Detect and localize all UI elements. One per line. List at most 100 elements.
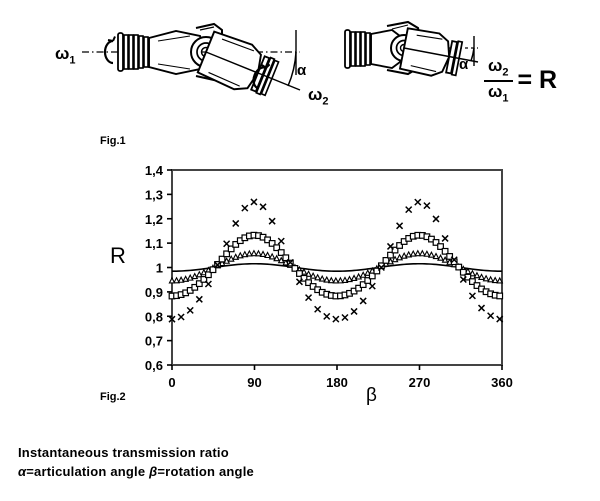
data-point xyxy=(195,295,203,303)
figure-1-caption: Fig.1 xyxy=(100,135,126,147)
y-tick-label: 1,3 xyxy=(145,187,163,202)
data-point xyxy=(432,215,440,223)
data-point xyxy=(296,270,303,277)
data-point xyxy=(323,312,331,320)
data-point xyxy=(359,297,367,305)
data-point xyxy=(241,204,249,212)
data-point xyxy=(387,251,394,259)
y-tick-label: 0,7 xyxy=(145,334,163,349)
data-point xyxy=(300,274,308,282)
data-point xyxy=(223,250,231,258)
formula-numerator: ω2 xyxy=(484,57,513,82)
x-tick-label: 90 xyxy=(247,375,261,390)
data-point xyxy=(318,274,326,282)
data-point xyxy=(341,313,349,322)
data-point xyxy=(437,254,445,261)
data-point xyxy=(477,304,486,312)
y-tick-label: 1,1 xyxy=(145,236,163,251)
data-point xyxy=(314,305,322,313)
data-point xyxy=(469,278,476,285)
data-point xyxy=(168,315,176,323)
data-point xyxy=(441,247,449,255)
data-point xyxy=(468,292,476,300)
data-point xyxy=(314,273,322,281)
data-point xyxy=(427,251,435,258)
data-point xyxy=(382,257,390,264)
data-point xyxy=(227,254,235,262)
data-point xyxy=(496,292,504,300)
data-point xyxy=(195,270,203,278)
curve-line xyxy=(171,262,503,272)
data-point xyxy=(400,251,408,259)
figure-1-diagram: ω1 ω2 α α ω2 ω1 = R xyxy=(0,0,600,130)
data-point xyxy=(478,273,486,280)
x-tick-label: 270 xyxy=(409,375,431,390)
data-point xyxy=(441,234,449,242)
data-point xyxy=(332,276,340,284)
data-point xyxy=(414,198,422,206)
data-point xyxy=(368,282,376,290)
data-point xyxy=(295,278,303,286)
data-point xyxy=(432,239,440,246)
data-point xyxy=(250,249,258,257)
data-point xyxy=(168,276,176,284)
data-point xyxy=(359,281,367,289)
data-point xyxy=(286,258,294,266)
data-point xyxy=(232,241,240,248)
data-point xyxy=(282,254,290,262)
data-point xyxy=(423,202,431,210)
formula-denominator: ω1 xyxy=(488,81,509,105)
figure-caption-text: Instantaneous transmission ratio α=artic… xyxy=(18,444,254,482)
data-point xyxy=(204,280,212,288)
data-point xyxy=(232,219,240,227)
data-point xyxy=(446,253,454,260)
data-point xyxy=(487,312,495,320)
data-point xyxy=(332,315,340,323)
formula-equals-r: = R xyxy=(517,66,558,95)
data-point xyxy=(250,198,258,206)
y-tick-label: 0,8 xyxy=(145,309,163,324)
data-point xyxy=(377,263,385,272)
data-point xyxy=(191,283,199,291)
omega-2-label: ω2 xyxy=(308,85,329,108)
data-point xyxy=(259,250,267,258)
data-point xyxy=(405,206,413,214)
caption-alpha-symbol: α xyxy=(18,463,27,479)
data-point xyxy=(213,261,222,269)
data-point xyxy=(268,217,276,225)
caption-beta-symbol: β xyxy=(149,463,158,479)
data-point xyxy=(350,274,358,282)
data-point xyxy=(359,271,367,278)
caption-beta-text: =rotation angle xyxy=(157,463,254,479)
data-point xyxy=(391,246,399,254)
y-tick-label: 1,2 xyxy=(145,212,163,227)
data-point xyxy=(350,307,358,315)
alpha-angle-label-left: α xyxy=(297,62,307,79)
data-point xyxy=(268,252,276,260)
x-tick-label: 180 xyxy=(326,375,348,390)
data-point xyxy=(227,245,235,253)
y-tick-label: 1,4 xyxy=(145,163,164,178)
data-point xyxy=(437,243,444,250)
data-point xyxy=(323,275,331,283)
data-point xyxy=(273,244,281,252)
data-point xyxy=(277,237,285,245)
data-point xyxy=(482,274,490,282)
data-point xyxy=(241,250,249,258)
data-point xyxy=(305,279,312,287)
data-point xyxy=(264,236,271,244)
data-point xyxy=(191,272,199,280)
data-point xyxy=(232,253,240,260)
data-point xyxy=(200,276,208,283)
data-point xyxy=(341,276,349,283)
data-point xyxy=(473,271,481,279)
y-tick-label: 0,9 xyxy=(145,285,163,300)
data-point xyxy=(305,294,313,302)
data-point xyxy=(259,203,267,211)
data-point xyxy=(291,264,299,272)
data-point xyxy=(459,268,467,276)
data-point xyxy=(496,276,504,284)
y-axis-title: R xyxy=(110,243,126,268)
